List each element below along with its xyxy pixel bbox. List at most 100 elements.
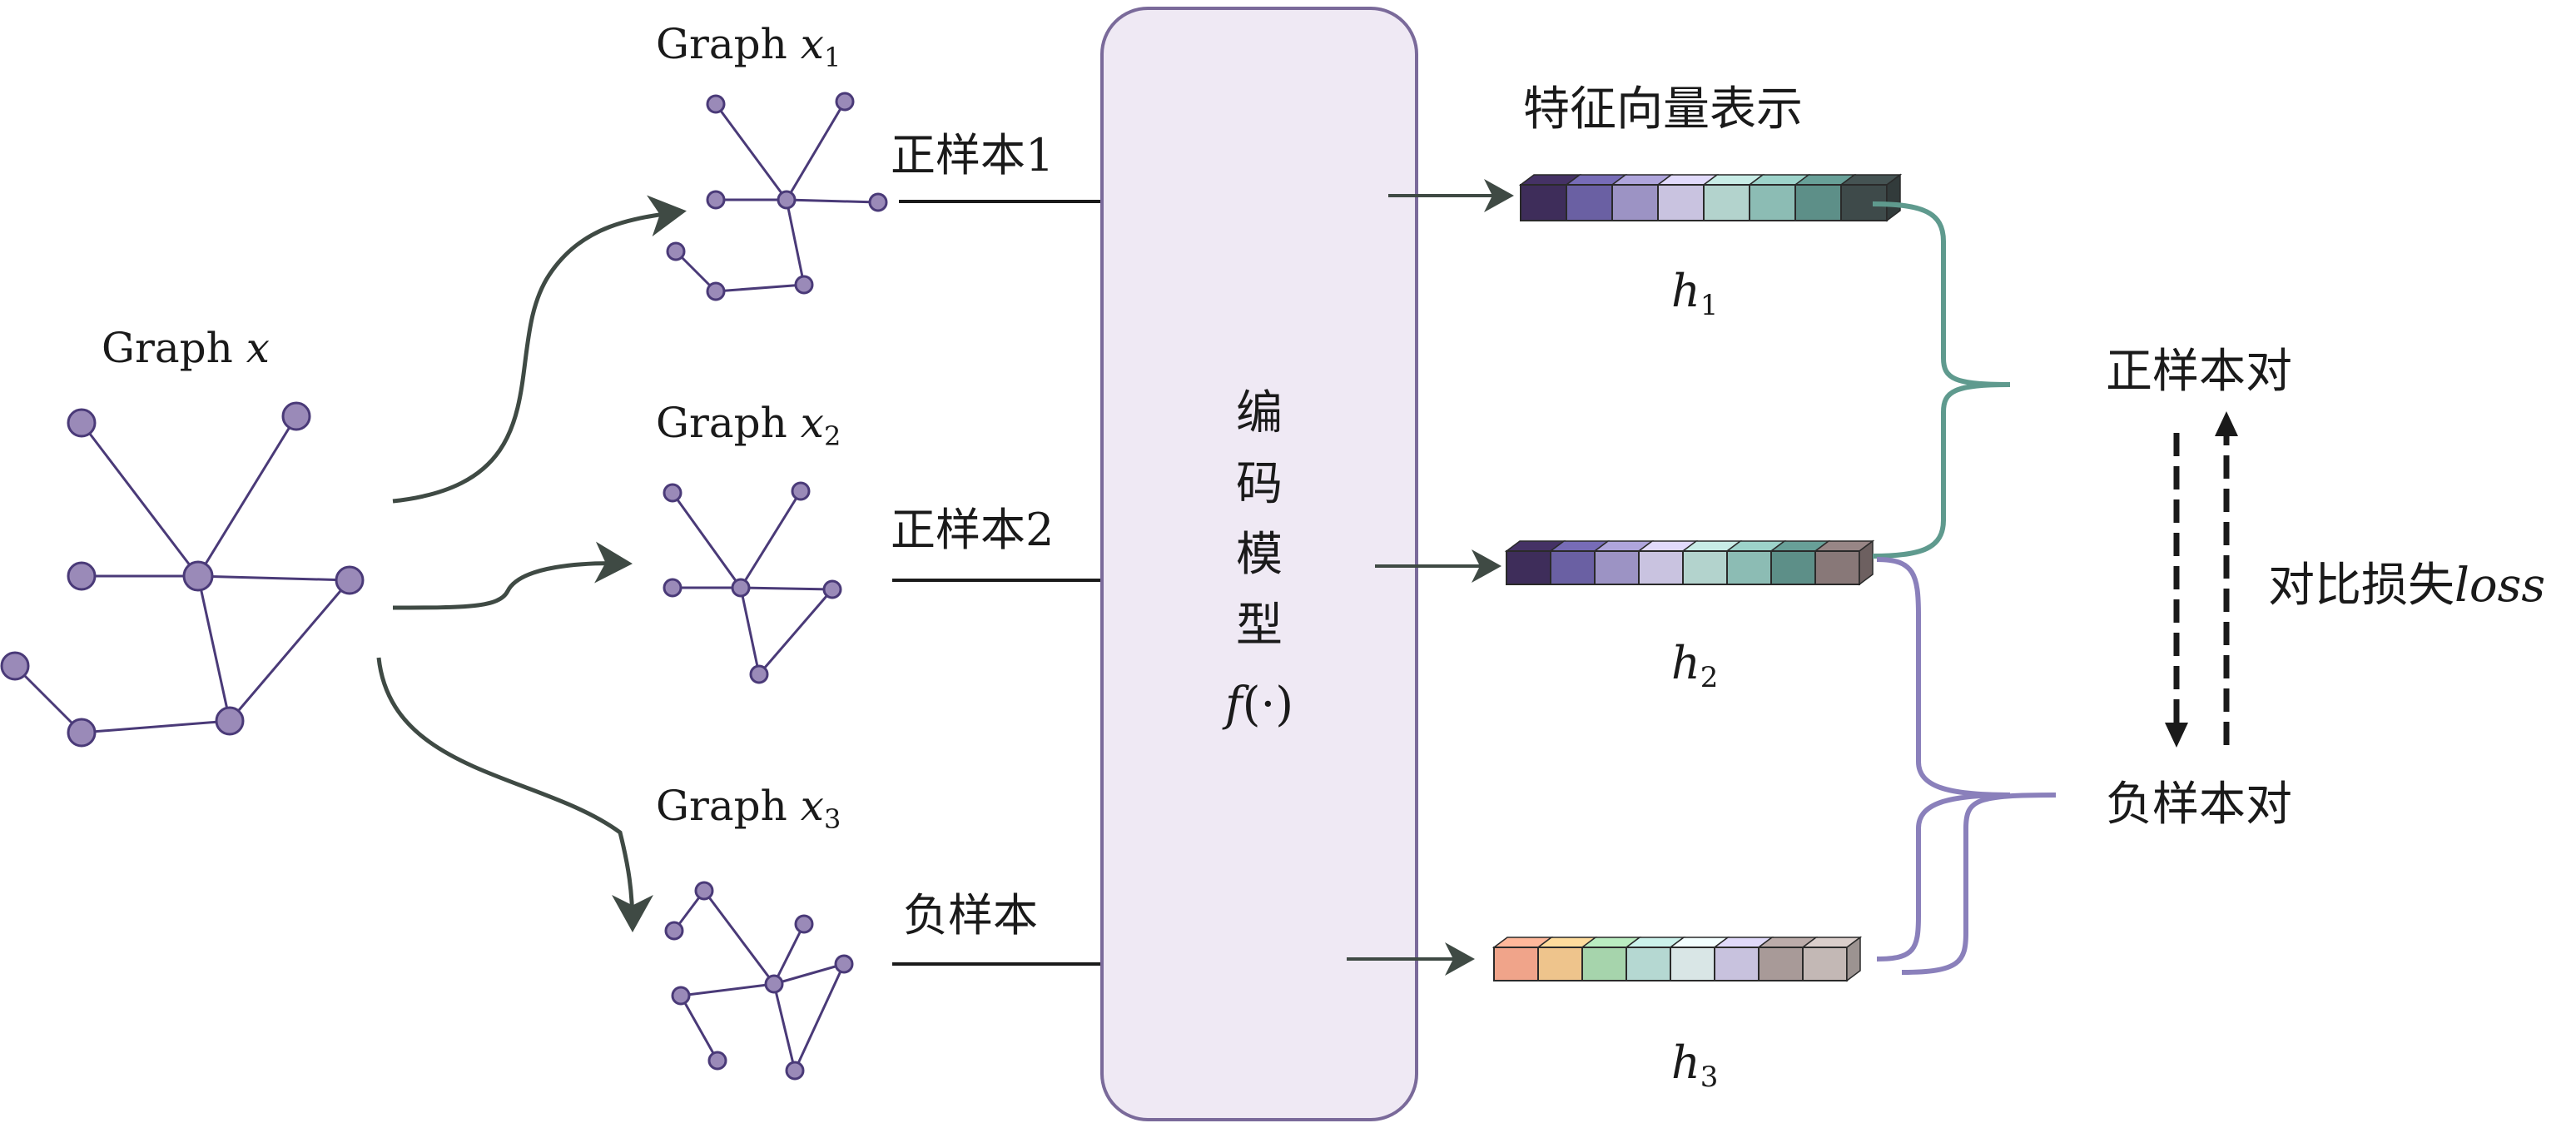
graph-x1: Graph x1	[656, 20, 888, 301]
graph-node	[67, 718, 97, 748]
source-graph: Graph x	[0, 324, 365, 748]
vector-cell	[1581, 947, 1627, 981]
vector-h1-label: h1	[1671, 265, 1718, 322]
vector-cell	[1758, 947, 1804, 981]
graph-node	[794, 914, 814, 934]
graph-node	[764, 974, 784, 994]
vector-cell	[1802, 947, 1848, 981]
vector-h2-label: h2	[1671, 637, 1718, 694]
graph-x3-label: Graph x3	[656, 782, 841, 835]
source-graph-edges	[13, 415, 351, 734]
graph-x1-label: Graph x1	[656, 20, 841, 73]
graph-node	[731, 578, 751, 598]
encoder-char: 码	[1236, 457, 1283, 511]
graph-node	[694, 881, 714, 901]
graph-node	[868, 192, 888, 212]
graph-node	[215, 706, 245, 736]
vector-side	[1859, 539, 1874, 586]
vector-cell	[1794, 184, 1842, 221]
vector-cell	[1520, 184, 1567, 221]
encoder-block: 编 码 模 型 f(·)	[1100, 7, 1418, 1121]
graph-x2-nodes	[663, 481, 842, 684]
graph-x2: Graph x2	[656, 399, 842, 684]
feature-vector-h3	[1491, 936, 1863, 982]
loss-arrow-up-head	[2215, 411, 2238, 436]
vector-cell	[1594, 550, 1640, 585]
positive-pair-brace	[1872, 201, 2011, 559]
vector-cell	[1626, 947, 1671, 981]
graph-node	[281, 401, 311, 431]
vector-cell	[1770, 550, 1816, 585]
vector-cell	[1682, 550, 1728, 585]
vector-cell	[1493, 947, 1539, 981]
graph-node	[671, 986, 691, 1006]
vector-cell	[1611, 184, 1659, 221]
vector-cell	[1638, 550, 1684, 585]
encoder-function: f(·)	[1222, 678, 1293, 732]
graph-x1-nodes	[666, 92, 888, 301]
graph-node	[664, 921, 684, 941]
vector-side	[1846, 936, 1861, 982]
negative-pair-brace	[1876, 557, 2057, 975]
source-graph-label: Graph x	[102, 324, 270, 372]
encoder-char: 编	[1236, 386, 1283, 440]
graph-x2-label: Graph x2	[656, 399, 841, 452]
graph-node	[794, 275, 814, 295]
vector-cell	[1506, 550, 1551, 585]
graph-x2-edges	[671, 490, 834, 675]
graph-node	[791, 481, 811, 501]
graph-node	[822, 579, 842, 599]
graph-x1-edges	[674, 101, 879, 293]
augment-arrow-1	[392, 195, 687, 504]
contrastive-loss-label: 对比损失loss	[2268, 559, 2545, 613]
vector-cell	[1670, 947, 1715, 981]
feature-vector-h2	[1504, 539, 1875, 586]
graph-node	[335, 565, 365, 595]
graph-node	[67, 408, 97, 438]
graph-x3-edges	[673, 890, 846, 1071]
graph-node	[182, 560, 214, 592]
vector-h3-label: h3	[1671, 1036, 1718, 1094]
graph-node	[706, 190, 726, 210]
vector-cell	[1726, 550, 1772, 585]
positive-pair-label: 正样本对	[2106, 345, 2292, 399]
contrastive-loss-arrows	[2165, 411, 2238, 748]
augmentation-arrows	[376, 195, 687, 932]
vector-cell	[1714, 947, 1760, 981]
positive-sample-1-label: 正样本1	[891, 129, 1054, 181]
source-graph-nodes	[0, 401, 365, 748]
encoder-box	[1100, 7, 1418, 1121]
graph-node	[749, 664, 769, 684]
negative-sample-label: 负样本	[903, 889, 1038, 942]
graph-node	[666, 241, 686, 261]
graph-node	[834, 954, 854, 974]
vector-cell	[1814, 550, 1860, 585]
graph-node	[777, 190, 797, 210]
loss-arrow-down-head	[2165, 723, 2188, 748]
augment-arrow-2	[392, 541, 633, 610]
feature-vectors-title: 特征向量表示	[1523, 82, 1803, 137]
negative-pair-label: 负样本对	[2106, 778, 2292, 832]
encoder-char: 模	[1236, 528, 1283, 582]
graph-node	[67, 561, 97, 591]
augment-arrow-3	[376, 657, 653, 932]
graph-node	[0, 651, 30, 681]
output-arrows	[1347, 179, 1514, 976]
graph-node	[785, 1061, 805, 1081]
vector-cell	[1566, 184, 1613, 221]
graph-node	[707, 1051, 727, 1071]
vector-cell	[1550, 550, 1596, 585]
vector-side	[1886, 173, 1901, 222]
vector-cell	[1749, 184, 1796, 221]
graph-node	[835, 92, 855, 112]
graph-node	[663, 578, 682, 598]
feature-vector-h1	[1518, 173, 1903, 222]
vector-cell	[1657, 184, 1705, 221]
vector-cell	[1703, 184, 1750, 221]
graph-node	[706, 281, 726, 301]
graph-x3-nodes	[664, 881, 854, 1081]
graph-node	[706, 94, 726, 114]
encoder-char: 型	[1236, 599, 1283, 653]
graph-node	[663, 483, 682, 503]
